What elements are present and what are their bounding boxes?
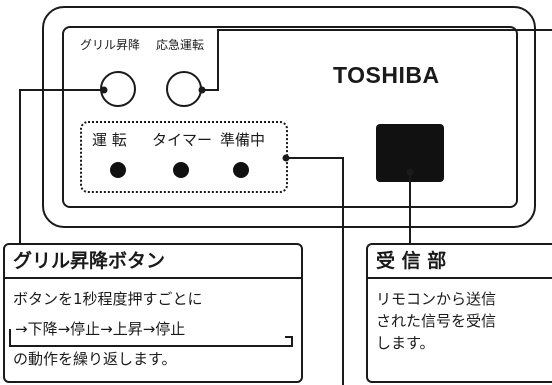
receiver-description-line1: リモコンから送信 xyxy=(376,290,497,308)
grill-lift-callout: グリル昇降ボタン ボタンを1秒程度押すごとに →下降→停止→上昇→停止 の動作を… xyxy=(3,243,303,383)
ready-indicator-label: 準備中 xyxy=(220,131,266,149)
grill-lift-label: グリル昇降 xyxy=(80,38,141,52)
run-indicator-lamp xyxy=(110,162,126,178)
receiver-description-line2: された信号を受信 xyxy=(376,312,497,330)
grill-lift-repeat-note: の動作を繰り返します。 xyxy=(13,350,177,368)
toshiba-logo: TOSHIBA xyxy=(333,62,440,88)
receiver-callout-title: 受 信 部 xyxy=(368,245,552,279)
emergency-run-label: 応急運転 xyxy=(156,38,205,52)
receiver-callout: 受 信 部 リモコンから送信 された信号を受信 します。 xyxy=(366,243,552,383)
timer-indicator-lamp xyxy=(173,162,189,178)
control-panel-frame xyxy=(42,6,536,228)
ready-indicator-lamp xyxy=(233,162,249,178)
grill-lift-sequence: →下降→停止→上昇→停止 xyxy=(15,320,186,338)
control-panel-face xyxy=(62,26,518,208)
receiver-description-line3: します。 xyxy=(376,334,435,352)
run-indicator-label: 運 転 xyxy=(92,131,127,149)
timer-indicator-label: タイマー xyxy=(152,131,213,149)
grill-lift-callout-title: グリル昇降ボタン xyxy=(5,245,301,279)
grill-lift-description: ボタンを1秒程度押すごとに xyxy=(13,290,203,308)
